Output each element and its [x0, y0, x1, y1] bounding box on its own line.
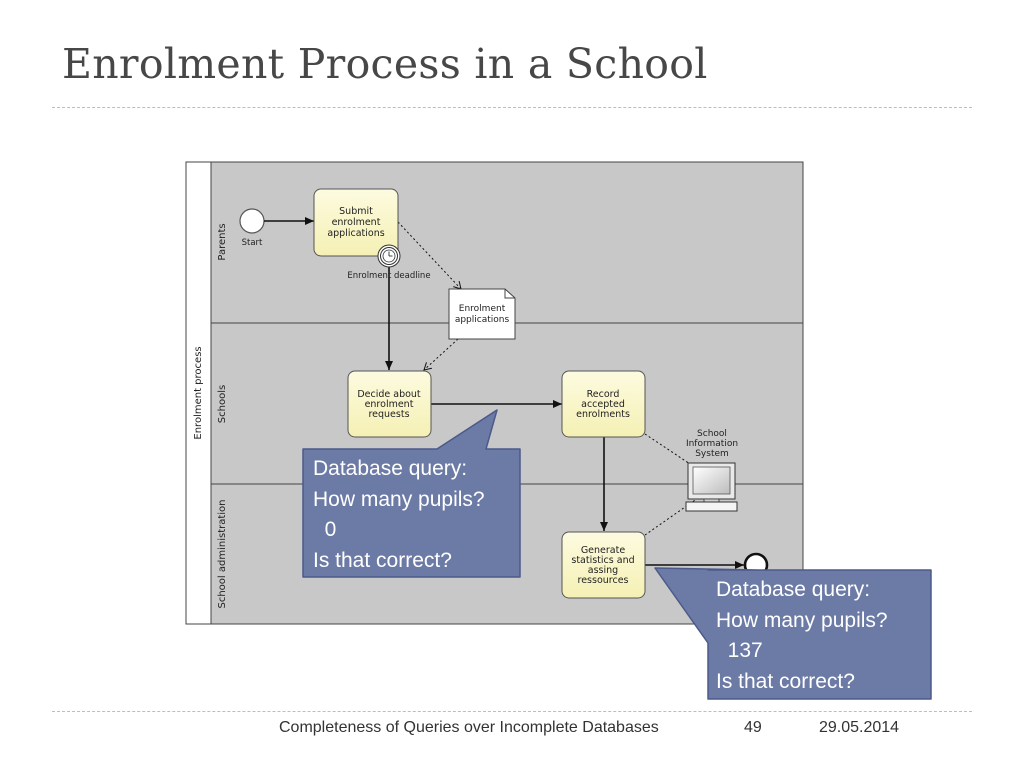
task-label-line: enrolment: [365, 399, 414, 410]
task-label-line: Record: [587, 389, 620, 400]
callout-text-1: Database query: How many pupils? 0 Is th…: [313, 454, 485, 576]
callout-line: Database query:: [313, 457, 468, 480]
callout-bubble-2: [654, 567, 932, 700]
document-label-line: Enrolment: [459, 304, 506, 314]
association-generate-to-system: [644, 497, 699, 536]
callout-line: Is that correct?: [716, 669, 855, 693]
footer-subject: Completeness of Queries over Incomplete …: [279, 719, 659, 736]
document-label-line: applications: [455, 315, 510, 325]
callout-line: Is that correct?: [313, 548, 452, 572]
timer-icon: [377, 244, 401, 268]
task-submit-enrolment-applications: Submit enrolment applications: [313, 188, 399, 257]
callout-line: 0: [313, 518, 337, 541]
title-divider: [52, 107, 972, 108]
system-label-line: Information: [686, 439, 738, 449]
callout-line: 137: [716, 639, 763, 662]
lane-label-school-administration: School administration: [217, 499, 228, 608]
task-label-line: statistics and: [571, 555, 634, 566]
footer-divider: [52, 711, 972, 712]
task-label-line: enrolment: [332, 217, 381, 228]
association-document-to-decide: [423, 338, 459, 371]
callout-line: How many pupils?: [716, 608, 888, 632]
footer-date: 29.05.2014: [819, 719, 900, 736]
lane-label-schools: Schools: [217, 385, 228, 423]
callout-bubble-1: [302, 409, 521, 578]
computer-icon: [685, 462, 738, 512]
task-label-line: Decide about: [357, 389, 421, 400]
pool-label: Enrolment process: [193, 346, 204, 439]
task-label-line: applications: [327, 228, 384, 239]
task-label-line: assing: [588, 565, 618, 576]
timer-label: Enrolment deadline: [347, 271, 430, 281]
association-submit-to-document: [397, 221, 462, 290]
start-label: Start: [242, 238, 263, 248]
start-event: Start: [239, 208, 265, 248]
task-label-line: ressources: [578, 575, 629, 586]
data-store-school-information-system: School Information System: [685, 429, 738, 512]
task-label-line: Generate: [581, 545, 626, 556]
callout-line: How many pupils?: [313, 487, 485, 511]
task-label-line: enrolments: [576, 409, 630, 420]
task-label-line: Submit: [339, 206, 373, 217]
system-label-line: School: [697, 429, 727, 439]
data-object-enrolment-applications: Enrolment applications: [448, 288, 516, 340]
callout-text-2: Database query: How many pupils? 137 Is …: [716, 575, 888, 697]
task-record-accepted-enrolments: Record accepted enrolments: [561, 370, 646, 438]
association-record-to-system: [644, 433, 691, 465]
lane-label-parents: Parents: [217, 223, 228, 260]
system-label-line: System: [695, 449, 729, 459]
task-generate-statistics: Generate statistics and assing ressource…: [561, 531, 646, 599]
task-decide-enrolment-requests: Decide about enrolment requests: [347, 370, 432, 438]
callout-line: Database query:: [716, 578, 871, 601]
footer-page-number: 49: [744, 719, 762, 736]
task-label-line: requests: [368, 409, 409, 420]
task-label-line: accepted: [581, 399, 625, 410]
slide-title: Enrolment Process in a School: [62, 40, 708, 88]
